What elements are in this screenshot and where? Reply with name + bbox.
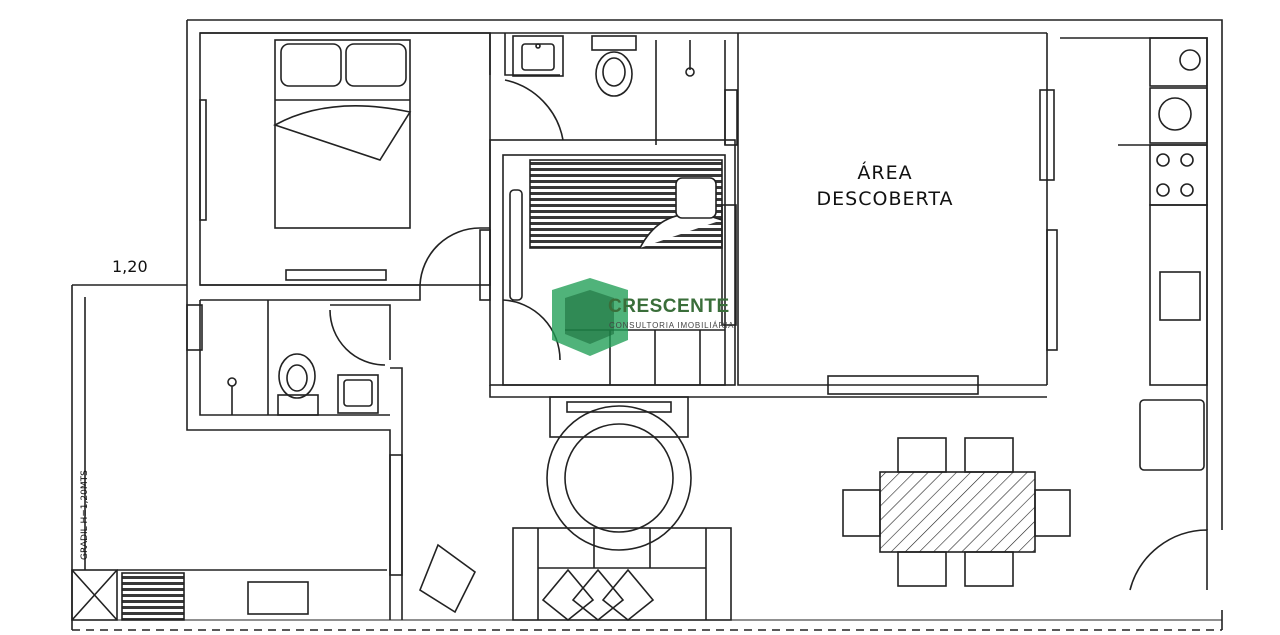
double-bed — [273, 39, 412, 229]
area-label-line1: ÁREA — [857, 162, 913, 184]
area-label-line2: DESCOBERTA — [816, 188, 954, 210]
dimension-label: 1,20 — [112, 257, 148, 276]
railing-note: GRADIL H=1,20MTS — [80, 470, 90, 560]
dining-set — [842, 437, 1071, 587]
bathroom-top — [504, 35, 738, 146]
watermark-tagline: CONSULTORIA IMOBILIÁRIA — [609, 321, 735, 330]
kitchen — [1118, 37, 1208, 471]
watermark-logo — [552, 278, 628, 356]
watermark-brand: CRESCENTE — [608, 296, 730, 317]
balcony — [71, 569, 387, 621]
second-bedroom — [479, 139, 737, 386]
master-bedroom — [199, 32, 560, 301]
bathroom-bottom — [186, 285, 403, 620]
open-area — [489, 33, 1058, 398]
living-furniture — [419, 396, 732, 622]
